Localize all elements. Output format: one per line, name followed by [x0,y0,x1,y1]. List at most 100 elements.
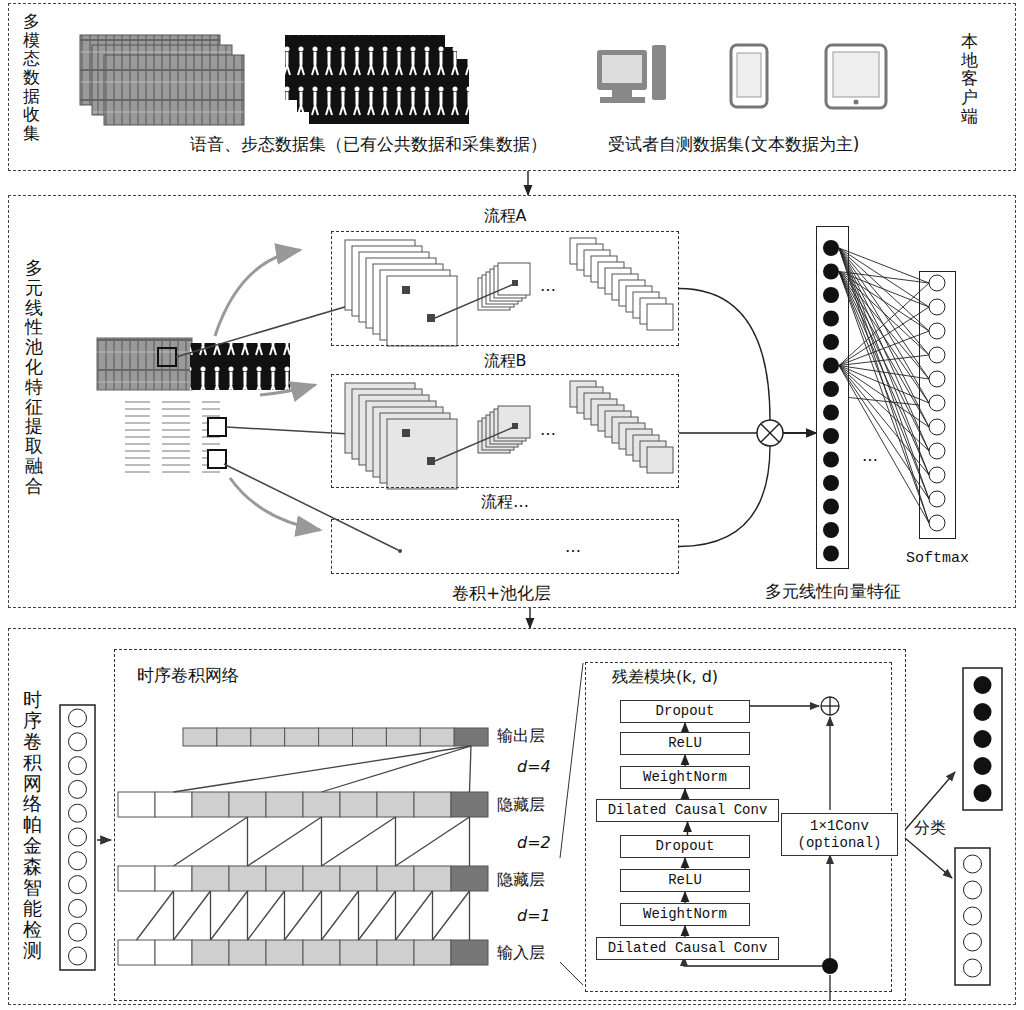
time-step [377,792,414,817]
caption: 语音、步态数据集（已有公共数据和采集数据） [190,133,547,156]
weight [839,366,929,404]
connector [684,755,685,766]
connector [679,433,816,547]
weight [839,366,929,476]
time-step [340,866,377,891]
class-neuron [974,784,992,802]
vertical-title: 本地客户端 [961,32,978,125]
layer-name: ReLU [668,735,702,751]
dilation-link [248,891,285,940]
class-neuron [974,730,992,748]
dilation-link [210,891,211,940]
box-heading: 流程A [484,206,527,227]
feature-map [498,263,530,295]
connector [527,171,528,195]
dilation-link [359,891,396,940]
class-neuron [974,757,992,775]
time-step [420,728,454,746]
weight [839,272,929,452]
time-step [192,792,229,817]
time-step [451,866,488,891]
dilation-link [396,891,433,940]
time-step [183,728,217,746]
layer-name: Dropout [656,838,715,854]
neuron [929,347,945,363]
layer-box: Dropout [620,700,750,723]
dilation-link [395,817,396,866]
time-step [192,940,229,965]
connector [684,892,685,903]
neuron [823,358,839,374]
kernel [427,314,435,322]
time-step [414,866,451,891]
time-step [451,940,488,965]
dilation-link [322,891,359,940]
connector [684,858,685,869]
layer-box: WeightNorm [620,766,750,789]
time-step [229,866,266,891]
dilation-label: d=4 [517,757,551,776]
neuron [823,334,839,350]
dilation-link [284,891,285,940]
tcn-art [60,663,1002,1000]
time-step [377,866,414,891]
time-step [155,940,192,965]
feature-map [647,304,673,330]
class-neuron [964,933,982,951]
class-neuron [964,907,982,925]
neuron [823,475,839,491]
connector [849,398,919,406]
time-step [414,940,451,965]
ellipsis: … [862,446,878,465]
neuron [929,419,945,435]
dilation-link [211,891,248,940]
class-neuron [974,676,992,694]
feature-map [498,406,530,438]
weight [839,248,929,499]
neuron [929,467,945,483]
layer-label: 输入层 [497,943,545,964]
dilation-link [322,746,472,792]
connector [684,789,685,799]
class-neuron [964,881,982,899]
dilation-link [470,746,472,792]
time-step [192,866,229,891]
time-step [414,792,451,817]
dilation-link [173,891,174,940]
dilation-link [174,891,211,940]
residual-block: 残差模块(k, d)DropoutReLUWeightNormDilated C… [585,662,892,992]
weight [839,355,929,366]
data-images [80,35,886,125]
time-step [266,940,303,965]
flow-box: 流程B [331,374,679,488]
layer-name: Dilated Causal Conv [608,940,768,956]
neuron [823,546,839,562]
time-step [319,728,353,746]
box-heading: 多元线性向量特征 [765,580,901,603]
time-step [285,728,319,746]
dilation-link [174,817,248,866]
vertical-title: 时序卷积网络帕金森智能检测 [23,689,42,961]
layer-label: 输出层 [497,726,545,747]
time-step [251,728,285,746]
panel: 多元线性池化特征提取融合流程A流程B流程…多元线性向量特征Softmax [8,195,1016,608]
weight [839,272,929,500]
input-neuron [69,804,87,822]
weight [839,272,929,404]
time-step [303,866,340,891]
connector [684,723,685,732]
time-step [118,940,155,965]
vertical-title: 多元线性池化特征提取融合 [25,258,43,496]
neuron [823,428,839,444]
layer-box: ReLU [620,732,750,755]
layer-name: Dropout [656,703,715,719]
neuron [823,405,839,421]
dilation-link [469,817,470,866]
time-step [229,940,266,965]
time-step [303,940,340,965]
time-step [266,866,303,891]
weight [839,366,929,524]
neuron [929,275,945,291]
dilation-link [285,891,322,940]
time-step [118,866,155,891]
